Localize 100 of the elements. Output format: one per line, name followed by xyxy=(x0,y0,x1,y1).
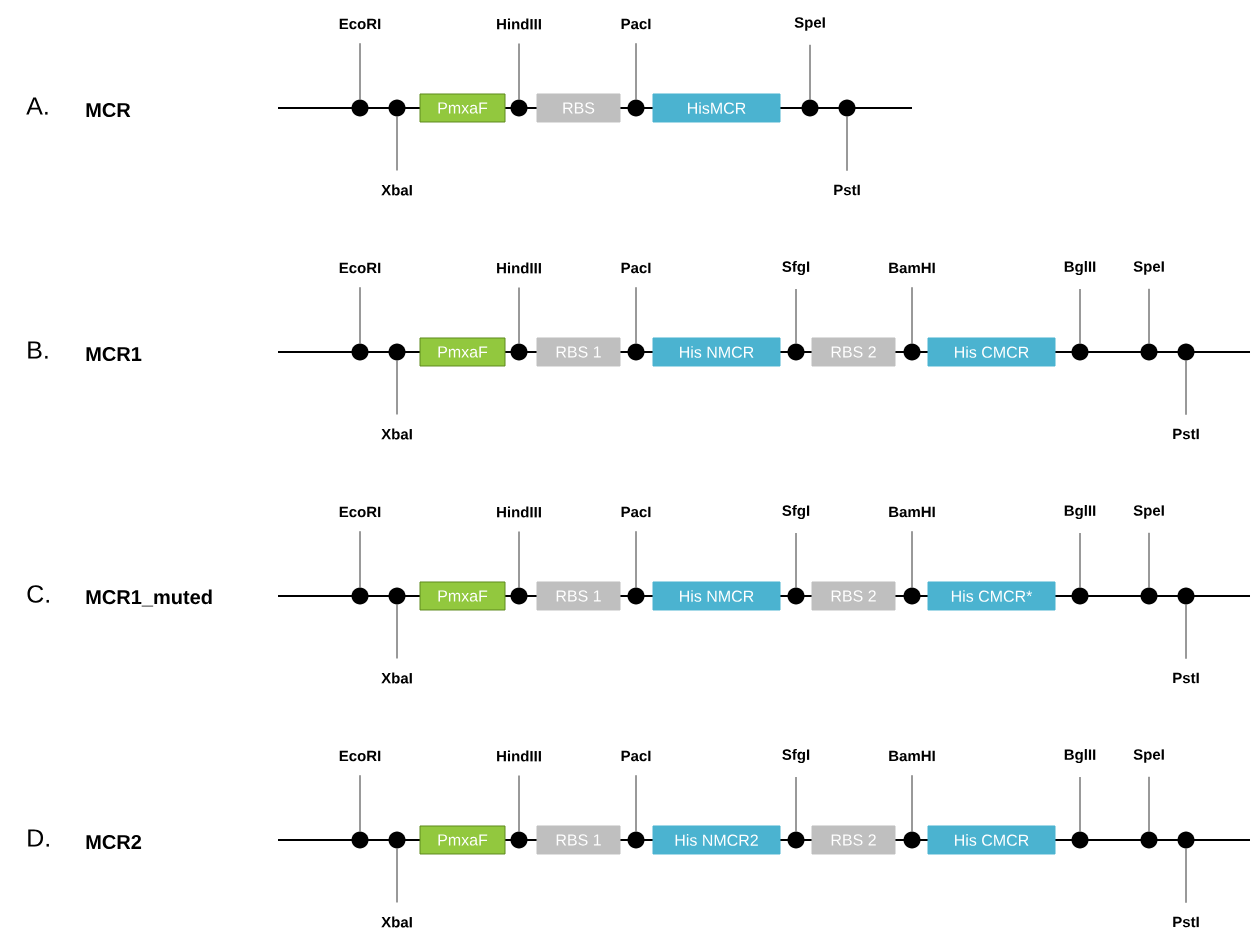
site-label: PacI xyxy=(621,506,651,518)
site-dot xyxy=(1177,343,1195,361)
leader-line xyxy=(795,288,797,344)
site-label: BamHI xyxy=(889,262,935,274)
site-label: XbaI xyxy=(381,916,412,928)
leader-line xyxy=(846,116,848,172)
construct-name: MCR2 xyxy=(86,834,142,850)
leader-line xyxy=(911,530,913,588)
site-dot xyxy=(351,587,369,605)
site-label: EcoRI xyxy=(339,262,381,274)
site-label: SpeI xyxy=(1133,505,1164,519)
site-dot xyxy=(1140,831,1158,849)
site-label: SpeI xyxy=(1133,261,1164,275)
leader-line xyxy=(518,287,520,344)
site-label: SpeI xyxy=(1133,749,1164,763)
leader-line xyxy=(635,42,637,100)
leader-line xyxy=(1148,532,1150,588)
gene-box: HisMCR xyxy=(652,93,781,123)
site-dot xyxy=(388,99,406,117)
site-label: HindIII xyxy=(497,262,541,274)
gene-box: PmxaF xyxy=(419,581,506,611)
gene-box: PmxaF xyxy=(419,93,506,123)
gene-box: His CMCR xyxy=(927,337,1056,367)
site-dot xyxy=(1071,587,1089,605)
site-label: BglII xyxy=(1064,748,1096,764)
site-dot xyxy=(388,831,406,849)
site-label: XbaI xyxy=(381,184,412,196)
site-label: SfgI xyxy=(782,260,810,276)
construct-name: MCR1 xyxy=(86,346,142,362)
gene-box: PmxaF xyxy=(419,825,506,855)
leader-line xyxy=(359,42,361,100)
row-letter: B. xyxy=(28,341,48,359)
site-label: PacI xyxy=(621,18,651,30)
site-dot xyxy=(627,831,645,849)
site-label: HindIII xyxy=(497,506,541,518)
leader-line xyxy=(1079,776,1081,832)
gene-box: RBS 2 xyxy=(811,581,896,611)
site-dot xyxy=(1140,343,1158,361)
construct-name: MCR1_muted xyxy=(86,589,212,607)
site-dot xyxy=(801,99,819,117)
gene-box: His CMCR xyxy=(927,825,1056,855)
site-dot xyxy=(903,587,921,605)
site-dot xyxy=(388,587,406,605)
site-label: BglII xyxy=(1064,260,1096,276)
row-letter: D. xyxy=(28,829,49,847)
site-dot xyxy=(787,587,805,605)
leader-line xyxy=(635,774,637,832)
site-label: PacI xyxy=(621,262,651,274)
site-dot xyxy=(1140,587,1158,605)
site-label: PacI xyxy=(621,750,651,762)
site-label: BamHI xyxy=(889,506,935,518)
site-label: BglII xyxy=(1064,504,1096,520)
gene-box: RBS 2 xyxy=(811,825,896,855)
leader-line xyxy=(518,43,520,100)
site-dot xyxy=(510,99,528,117)
site-label: PstI xyxy=(1173,672,1199,684)
leader-line xyxy=(809,44,811,100)
site-dot xyxy=(1177,587,1195,605)
site-dot xyxy=(903,343,921,361)
gene-box: RBS 1 xyxy=(536,825,621,855)
site-label: PstI xyxy=(1173,916,1199,928)
leader-line xyxy=(518,775,520,832)
leader-line xyxy=(359,286,361,344)
site-label: PstI xyxy=(834,184,860,196)
site-label: HindIII xyxy=(497,750,541,762)
site-label: SfgI xyxy=(782,748,810,764)
site-dot xyxy=(510,831,528,849)
site-dot xyxy=(510,343,528,361)
leader-line xyxy=(635,286,637,344)
site-dot xyxy=(787,831,805,849)
leader-line xyxy=(396,848,398,903)
site-dot xyxy=(1071,343,1089,361)
leader-line xyxy=(518,531,520,588)
site-dot xyxy=(627,99,645,117)
gene-box: His CMCR* xyxy=(927,581,1056,611)
site-dot xyxy=(903,831,921,849)
leader-line xyxy=(1148,288,1150,344)
site-dot xyxy=(351,831,369,849)
site-dot xyxy=(1177,831,1195,849)
gene-box: RBS 2 xyxy=(811,337,896,367)
site-label: XbaI xyxy=(381,672,412,684)
gene-box: His NMCR xyxy=(652,337,781,367)
leader-line xyxy=(396,116,398,171)
site-label: HindIII xyxy=(497,18,541,30)
site-dot xyxy=(787,343,805,361)
gene-box: His NMCR xyxy=(652,581,781,611)
leader-line xyxy=(1185,604,1187,660)
site-label: PstI xyxy=(1173,428,1199,440)
leader-line xyxy=(359,530,361,588)
site-label: EcoRI xyxy=(339,750,381,762)
site-dot xyxy=(351,99,369,117)
row-letter: C. xyxy=(27,585,49,603)
site-dot xyxy=(351,343,369,361)
gene-box: RBS 1 xyxy=(536,581,621,611)
site-label: EcoRI xyxy=(339,506,381,518)
site-dot xyxy=(838,99,856,117)
leader-line xyxy=(911,774,913,832)
site-dot xyxy=(1071,831,1089,849)
site-dot xyxy=(388,343,406,361)
leader-line xyxy=(635,530,637,588)
